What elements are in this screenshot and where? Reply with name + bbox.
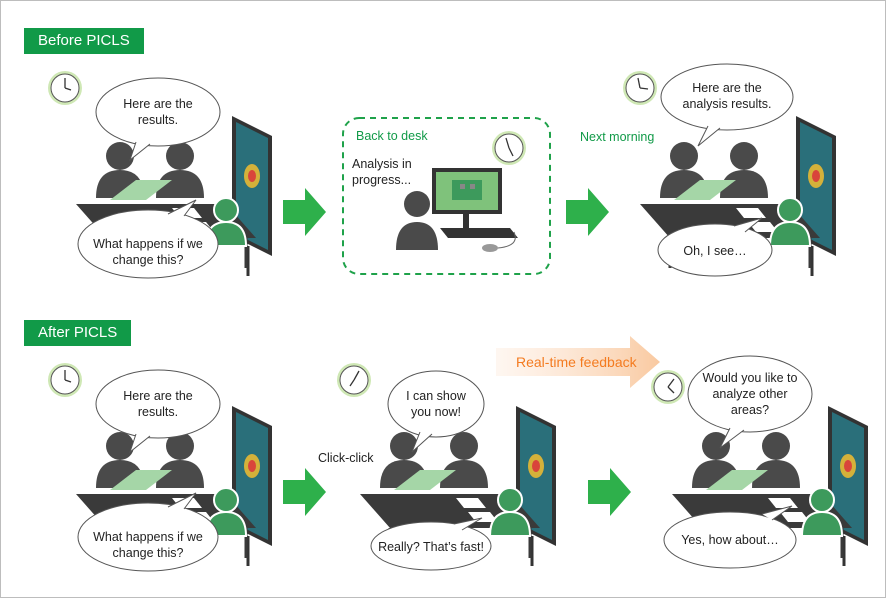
speech-bubble-text: Yes, how about… <box>681 533 779 547</box>
speech-bubble-text: Here are the analysis results. <box>682 81 772 111</box>
clock-icon <box>622 70 658 106</box>
real-time-feedback-label: Real-time feedback <box>516 354 637 370</box>
speech-bubble-text: I can show you now! <box>406 389 466 419</box>
speech-bubble-text: Here are the results. <box>123 97 193 127</box>
clock-icon <box>47 362 83 398</box>
back-to-desk-label: Back to desk <box>356 129 428 143</box>
clock-icon <box>336 362 372 398</box>
speech-bubble-text: Really? That’s fast! <box>378 540 484 554</box>
clock-icon <box>491 130 527 166</box>
speech-bubble-text: What happens if we change this? <box>93 530 203 560</box>
after-picls-label: After PICLS <box>24 320 132 346</box>
before-picls-label: Before PICLS <box>24 28 144 54</box>
click-click-label: Click-click <box>318 451 374 465</box>
desk-worker-icon <box>396 168 518 252</box>
clock-icon <box>47 70 83 106</box>
speech-bubble-text: What happens if we change this? <box>93 237 203 267</box>
next-morning-label: Next morning <box>580 130 655 144</box>
speech-bubble-text: Would you like to analyze other areas? <box>702 371 798 417</box>
speech-bubble-text: Here are the results. <box>123 389 193 419</box>
clock-icon <box>650 369 686 405</box>
analysis-in-progress-text: Analysis in progress... <box>352 157 412 187</box>
speech-bubble-text: Oh, I see… <box>683 244 747 258</box>
